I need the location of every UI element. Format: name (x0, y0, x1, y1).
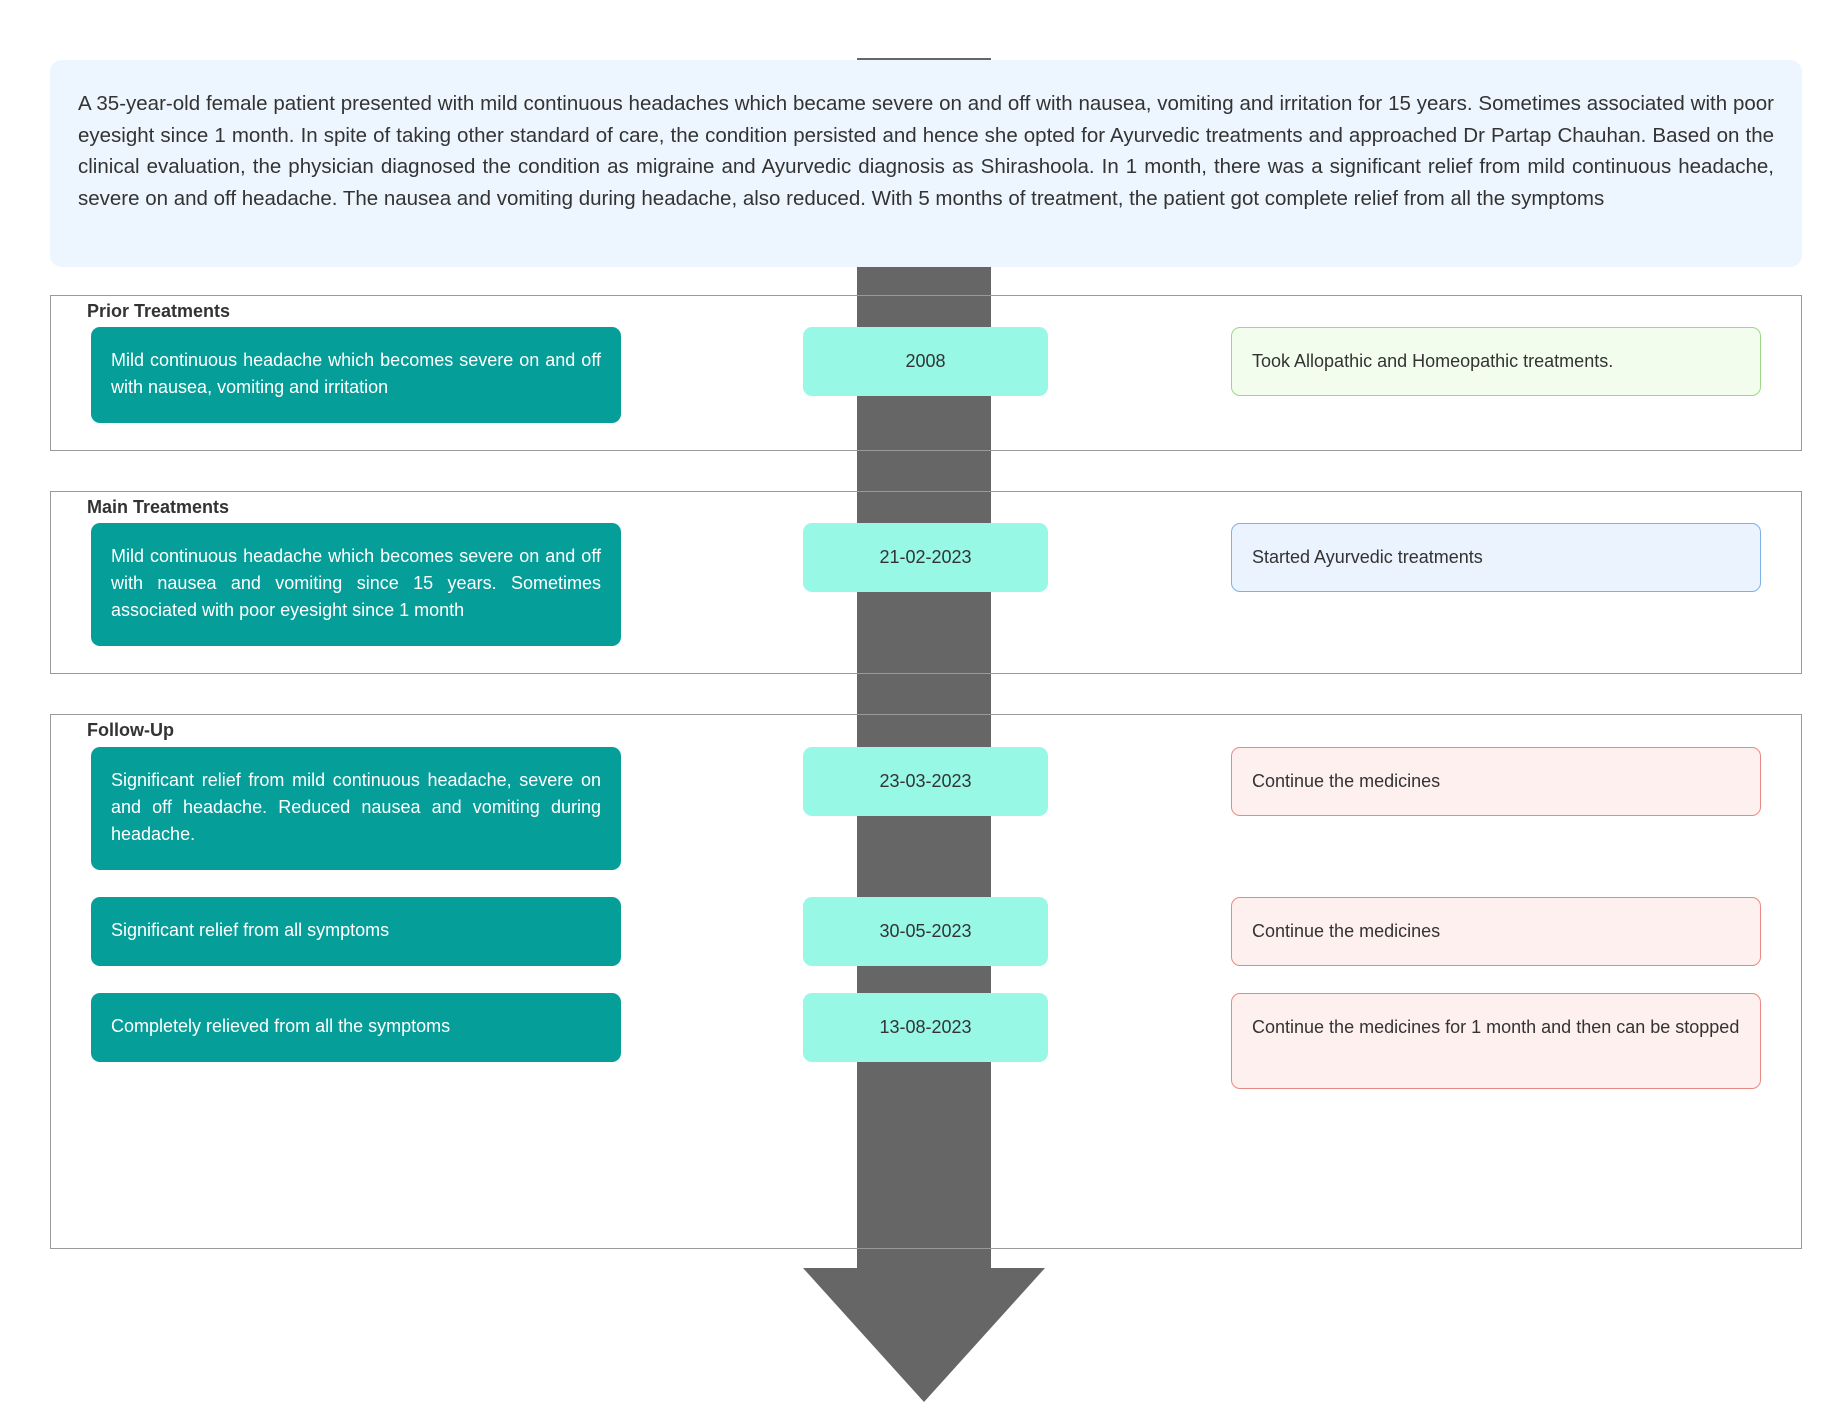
treatment-note-card: Started Ayurvedic treatments (1231, 523, 1761, 592)
date-card: 21-02-2023 (803, 523, 1048, 592)
section-title: Prior Treatments (87, 301, 231, 321)
section-title: Main Treatments (87, 497, 230, 517)
symptom-card: Significant relief from all symptoms (91, 897, 621, 966)
symptom-card: Mild continuous headache which becomes s… (91, 523, 621, 646)
date-card: 30-05-2023 (803, 897, 1048, 966)
treatment-note-card: Continue the medicines for 1 month and t… (1231, 993, 1761, 1089)
case-summary: A 35-year-old female patient presented w… (50, 60, 1802, 267)
treatment-note-card: Took Allopathic and Homeopathic treatmen… (1231, 327, 1761, 396)
section-follow-up: Follow-Up (50, 714, 1802, 1249)
treatment-note-card: Continue the medicines (1231, 897, 1761, 966)
date-card: 2008 (803, 327, 1048, 396)
symptom-card: Mild continuous headache which becomes s… (91, 327, 621, 423)
symptom-card: Completely relieved from all the symptom… (91, 993, 621, 1062)
symptom-card: Significant relief from mild continuous … (91, 747, 621, 870)
section-title: Follow-Up (87, 720, 174, 740)
timeline-arrow-head (803, 1268, 1045, 1402)
section-main-treatments: Main Treatments (50, 491, 1802, 674)
date-card: 23-03-2023 (803, 747, 1048, 816)
date-card: 13-08-2023 (803, 993, 1048, 1062)
section-prior-treatments: Prior Treatments (50, 295, 1802, 451)
treatment-note-card: Continue the medicines (1231, 747, 1761, 816)
